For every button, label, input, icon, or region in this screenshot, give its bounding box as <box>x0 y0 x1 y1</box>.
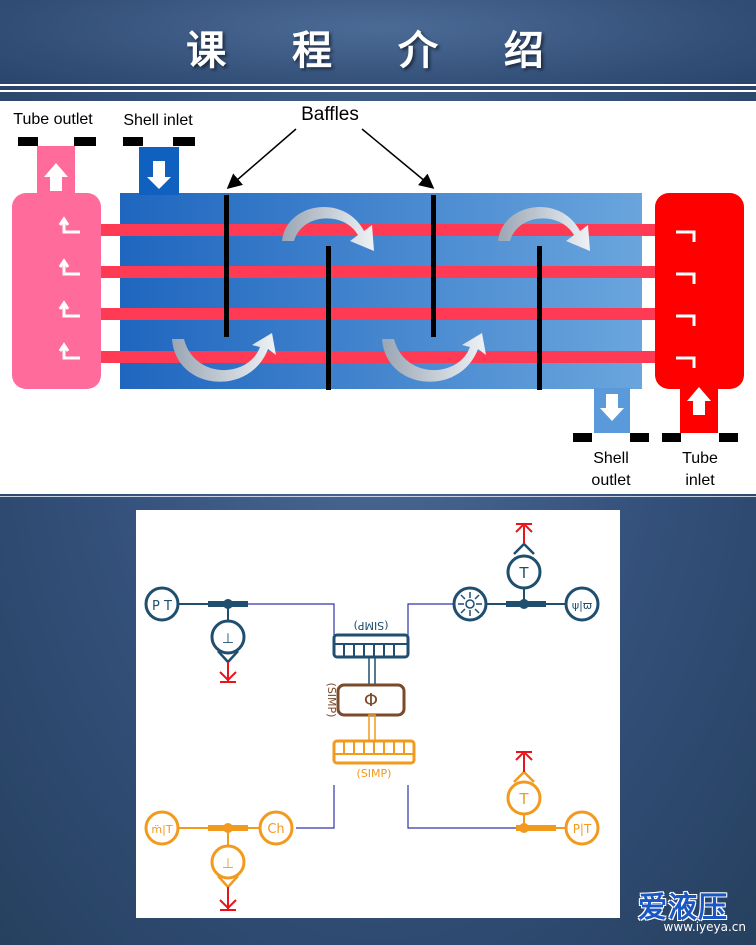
baffle-4 <box>537 246 542 390</box>
title-bar: 课 程 介 绍 <box>0 0 756 92</box>
tube-outlet-label: Tube outlet <box>13 111 93 128</box>
pid-lines <box>248 603 566 829</box>
watermark-logo: 爱液压 www.iyeya.cn <box>620 884 746 942</box>
baffle-callout-line <box>226 128 297 189</box>
pressure-temp-sensor-left: P T <box>144 586 180 622</box>
vent-icon <box>219 887 237 911</box>
shell-outlet-label-line2: outlet <box>591 472 631 489</box>
svg-text:(SIMP): (SIMP) <box>354 619 389 632</box>
tube-2 <box>100 266 656 278</box>
baffle-1 <box>224 195 229 337</box>
tube-outlet-header <box>12 193 101 389</box>
svg-text:(SIMP): (SIMP) <box>357 767 392 780</box>
svg-text:m̈|T: m̈|T <box>151 823 172 836</box>
tube-outlet-arrow-icon <box>44 163 68 191</box>
temp-sensor-top: T <box>506 542 542 590</box>
baffle-3 <box>431 195 436 337</box>
separator-block: Φ (SIMP) <box>325 683 406 718</box>
title-rule <box>0 84 756 86</box>
pt-left-text: P T <box>152 599 172 614</box>
shell-outlet-label-line1: Shell <box>593 450 629 467</box>
flow-arrow-icon <box>382 333 486 382</box>
shell-outlet-arrow-icon <box>600 394 624 421</box>
watermark-site: www.iyeya.cn <box>663 920 746 934</box>
vent-icon <box>515 750 533 772</box>
svg-text:⊥: ⊥ <box>222 856 234 872</box>
fan-icon <box>452 586 488 622</box>
panel-divider <box>0 496 756 497</box>
heat-exchanger-diagram: Tube outlet Shell inlet Baffles Shell ou… <box>0 101 756 494</box>
svg-text:Ch: Ch <box>267 822 284 837</box>
heat-exchanger-svg <box>12 128 744 442</box>
tube-inlet-label-line1: Tube <box>682 450 718 467</box>
baffles-label: Baffles <box>301 104 359 125</box>
svg-text:(SIMP): (SIMP) <box>325 683 338 718</box>
tube-inlet-arrow-icon <box>687 387 711 415</box>
pressure-temp-sensor-right: P|T <box>564 810 600 846</box>
svg-text:T: T <box>518 790 529 808</box>
tube-inlet-turn-icons <box>676 230 696 368</box>
baffle-callout-line <box>361 128 435 189</box>
slide-title: 课 程 介 绍 <box>186 28 570 74</box>
baffle-2 <box>326 246 331 390</box>
svg-text:T: T <box>518 564 529 582</box>
tube-4 <box>100 351 656 363</box>
shell-inlet-label: Shell inlet <box>123 112 193 129</box>
pid-svg: P T ⊥ <box>144 522 600 911</box>
svg-text:Φ: Φ <box>364 690 378 711</box>
title-rule-secondary <box>0 90 756 92</box>
watermark-brand: 爱液压 <box>637 890 728 924</box>
simp-block-top: (SIMP) <box>332 619 410 659</box>
flow-arrow-icon <box>498 207 590 251</box>
flow-arrow-icon <box>282 207 374 251</box>
pid-diagram: P T ⊥ <box>136 510 620 918</box>
svg-text:P|T: P|T <box>573 822 592 836</box>
mass-pressure-sensor-right: ψ|ϖ <box>564 586 600 622</box>
ch-meter: Ch <box>258 810 294 846</box>
tube-inlet-header <box>655 193 744 389</box>
tube-3 <box>100 308 656 320</box>
tube-outlet-turn-icons <box>58 216 80 360</box>
tube-inlet-label-line2: inlet <box>685 472 715 489</box>
tee-sensor-bottom-left: ⊥ <box>210 844 246 889</box>
temp-sensor-right: T <box>506 770 542 816</box>
vent-icon <box>515 522 533 544</box>
svg-text:⊥: ⊥ <box>222 631 234 647</box>
flow-arrow-icon <box>172 333 276 382</box>
vent-icon <box>219 662 237 683</box>
shell-inlet-arrow-icon <box>147 161 171 189</box>
mass-temp-sensor-left: m̈|T <box>144 810 180 846</box>
svg-text:ψ|ϖ: ψ|ϖ <box>572 599 592 612</box>
tee-sensor-top-left: ⊥ <box>210 619 246 664</box>
simp-block-bottom: (SIMP) <box>332 739 416 780</box>
